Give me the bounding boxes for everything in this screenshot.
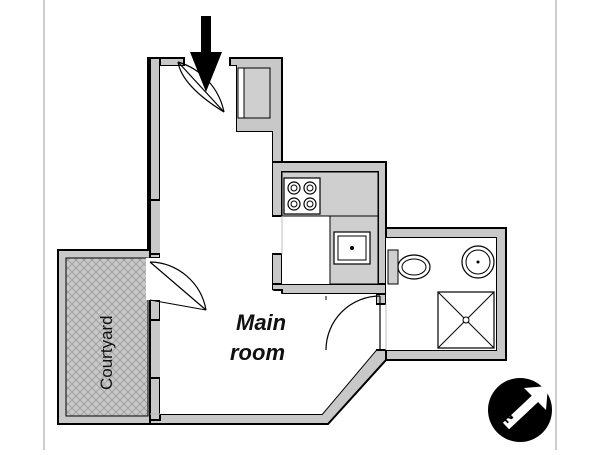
courtyard: Courtyard: [57, 249, 160, 425]
thresholds: [150, 216, 387, 415]
main-room-floor: [160, 66, 376, 414]
doors: [149, 61, 381, 351]
shower-icon: [437, 291, 495, 349]
page-frame: [43, 0, 557, 450]
courtyard-door-gap: [146, 258, 160, 300]
floors: [160, 66, 496, 414]
main-room-lower-wall: [271, 283, 387, 295]
compass-icon: N: [488, 378, 552, 442]
main-room-label-line1: Main: [236, 310, 286, 335]
courtyard-hatch: [65, 257, 149, 417]
sink-icon: [333, 231, 371, 265]
courtyard-label: Courtyard: [97, 315, 116, 390]
courtyard-door: [149, 261, 207, 311]
top-closet: [243, 67, 271, 119]
entrance-arrow-icon: [190, 16, 222, 92]
stove-icon: [283, 177, 321, 215]
bathroom-sink-icon: [460, 245, 496, 282]
main-room-label-line2: room: [230, 340, 285, 365]
toilet-icon: [387, 249, 431, 285]
top-closet-door: [237, 67, 245, 119]
bathroom-door: [325, 295, 381, 351]
